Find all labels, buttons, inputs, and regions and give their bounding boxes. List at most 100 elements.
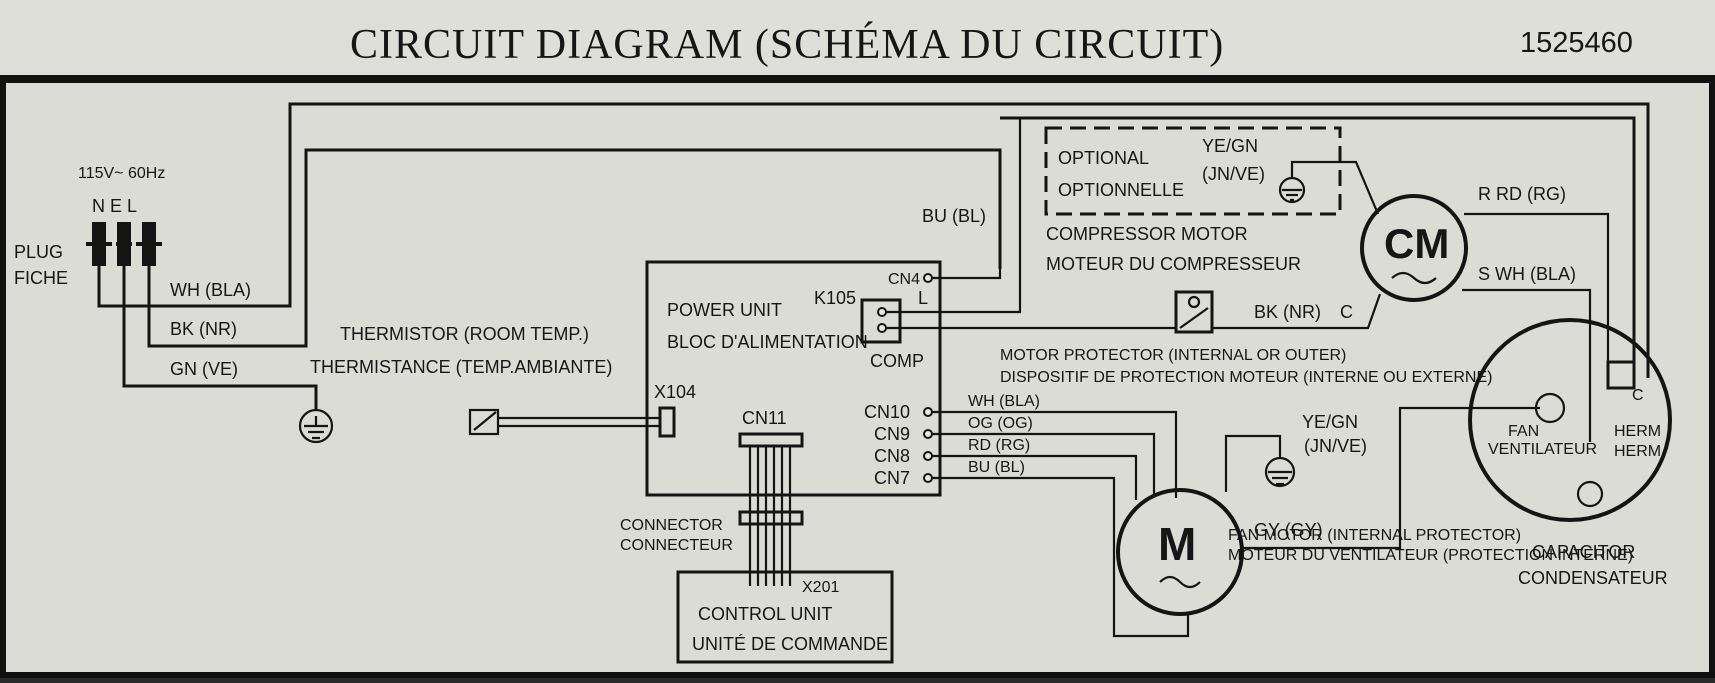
capacitor-circle [1468, 318, 1672, 522]
capacitor-terminal-c: C [1632, 387, 1644, 404]
diagram-title: CIRCUIT DIAGRAM (SCHÉMA DU CIRCUIT) [350, 21, 1224, 68]
control-unit-label-en: CONTROL UNIT [698, 604, 832, 624]
compressor-ac-icon [1391, 271, 1437, 285]
optional-ground-icon [1278, 160, 1380, 215]
x104-connector [658, 406, 676, 438]
fan-motor-label-en: FAN MOTOR (INTERNAL PROTECTOR) [1228, 527, 1521, 544]
wire-white [97, 102, 1650, 378]
k105-pin-l [877, 307, 887, 317]
wire-label-gn: GN (VE) [170, 359, 238, 379]
header-band [0, 0, 1715, 78]
cn8-pin [923, 451, 933, 461]
wire-label-gy: GY (GY) [1254, 520, 1323, 540]
ribbon-connector [738, 510, 804, 526]
cn8-label: CN8 [874, 446, 910, 466]
capacitor-herm-en: HERM [1614, 423, 1661, 440]
cn9-label: CN9 [874, 424, 910, 444]
compressor-circle [1360, 194, 1468, 302]
wire-wh-s [1462, 288, 1592, 442]
thermistor-icon [468, 408, 660, 436]
wire-rd [1464, 212, 1610, 370]
power-unit-label-en: POWER UNIT [667, 300, 782, 320]
capacitor-fan-en: FAN [1508, 423, 1539, 440]
compressor-label-fr: MOTEUR DU COMPRESSEUR [1046, 254, 1301, 274]
fan-ground-wire [1224, 434, 1282, 492]
cn7-pin [923, 473, 933, 483]
control-unit-box [676, 570, 894, 664]
x104-label: X104 [654, 382, 696, 402]
capacitor-fan-terminal [1534, 392, 1566, 424]
fan-motor-ac-icon [1159, 575, 1201, 589]
fan-motor: M [1116, 488, 1244, 616]
cn10-label: CN10 [864, 402, 910, 422]
capacitor: C FAN VENTILATEUR HERM HERM [1468, 318, 1672, 522]
wire-black [147, 148, 1002, 348]
ribbon-cable [748, 446, 792, 586]
capacitor-label-fr: CONDENSATEUR [1518, 568, 1668, 588]
wire-label-bk: BK (NR) [170, 319, 237, 339]
motor-protector-label-en: MOTOR PROTECTOR (INTERNAL OR OUTER) [1000, 347, 1346, 364]
plug-label-fr: FICHE [14, 268, 68, 288]
fan-motor-symbol: M [1158, 518, 1196, 570]
cn9-wire [932, 432, 1156, 496]
optional-ground-en: YE/GN [1202, 136, 1258, 156]
plug-voltage: 115V~ 60Hz [78, 165, 165, 182]
wire-top-rail [1000, 116, 1636, 372]
cn9-pin [923, 429, 933, 439]
connector-label-fr: CONNECTEUR [620, 537, 733, 554]
plug-label-en: PLUG [14, 242, 63, 262]
motor-protector-contact [1187, 295, 1201, 309]
k105-pin-comp [877, 323, 887, 333]
optional-ground-fr: (JN/VE) [1202, 164, 1265, 184]
k105-l-wire [886, 118, 1022, 314]
wire-label-bk-c: BK (NR) [1254, 302, 1321, 322]
connector-label-en: CONNECTOR [620, 517, 723, 534]
motor-protector [1174, 290, 1382, 334]
cn10-wire-label: WH (BLA) [968, 393, 1040, 410]
cn-outputs: CN10 CN9 CN8 CN7 WH (BLA) OG (OG) RD (RG… [864, 393, 1178, 514]
cn10-wire [932, 410, 1178, 498]
cn7-label: CN7 [874, 468, 910, 488]
cn4-label: CN4 [888, 271, 920, 288]
fan-ground-icon [1264, 456, 1296, 488]
compressor-terminal-c: C [1340, 302, 1353, 322]
plug-pins: N E L [92, 196, 137, 216]
fan-ground-en: YE/GN [1302, 412, 1358, 432]
capacitor-herm-terminal [1576, 480, 1604, 508]
thermistor-label-fr: THERMISTANCE (TEMP.AMBIANTE) [310, 357, 612, 377]
cn7-wire [932, 476, 1116, 514]
optional-label-en: OPTIONAL [1058, 148, 1149, 168]
k105-relay [860, 298, 902, 344]
plug: 115V~ 60Hz N E L PLUG FICHE [14, 165, 165, 288]
wire-label-rd: R RD (RG) [1478, 184, 1566, 204]
cn11-label: CN11 [742, 408, 787, 428]
control-unit-label-fr: UNITÉ DE COMMANDE [692, 634, 888, 654]
capacitor-c-terminal [1606, 360, 1636, 390]
wire-label-wh-s: S WH (BLA) [1478, 264, 1576, 284]
cn7-wire-label: BU (BL) [968, 459, 1025, 476]
cn9-wire-label: OG (OG) [968, 415, 1033, 432]
motor-protector-switch [1179, 307, 1209, 329]
k105-label: K105 [814, 288, 856, 308]
plug-pin-e [117, 222, 131, 266]
cn8-wire [932, 454, 1138, 500]
x201-label: X201 [802, 579, 839, 596]
compressor-motor: CM [1360, 194, 1468, 302]
ground-icon [298, 408, 334, 444]
capacitor-fan-fr: VENTILATEUR [1488, 441, 1597, 458]
motor-protector-box [1174, 290, 1214, 334]
wire-label-bu: BU (BL) [922, 206, 986, 226]
thermistor-label-en: THERMISTOR (ROOM TEMP.) [340, 324, 589, 344]
power-unit-label-fr: BLOC D'ALIMENTATION [667, 332, 868, 352]
optional-label-fr: OPTIONNELLE [1058, 180, 1184, 200]
fan-motor-return-wire [1112, 514, 1190, 638]
diagram-code: 1525460 [1520, 27, 1633, 59]
compressor-symbol: CM [1384, 220, 1449, 267]
cn11-top-connector [738, 432, 804, 448]
cn4-pin [923, 273, 933, 283]
wire-green [122, 266, 318, 410]
optional-box [1044, 126, 1342, 216]
cn10-pin [923, 407, 933, 417]
